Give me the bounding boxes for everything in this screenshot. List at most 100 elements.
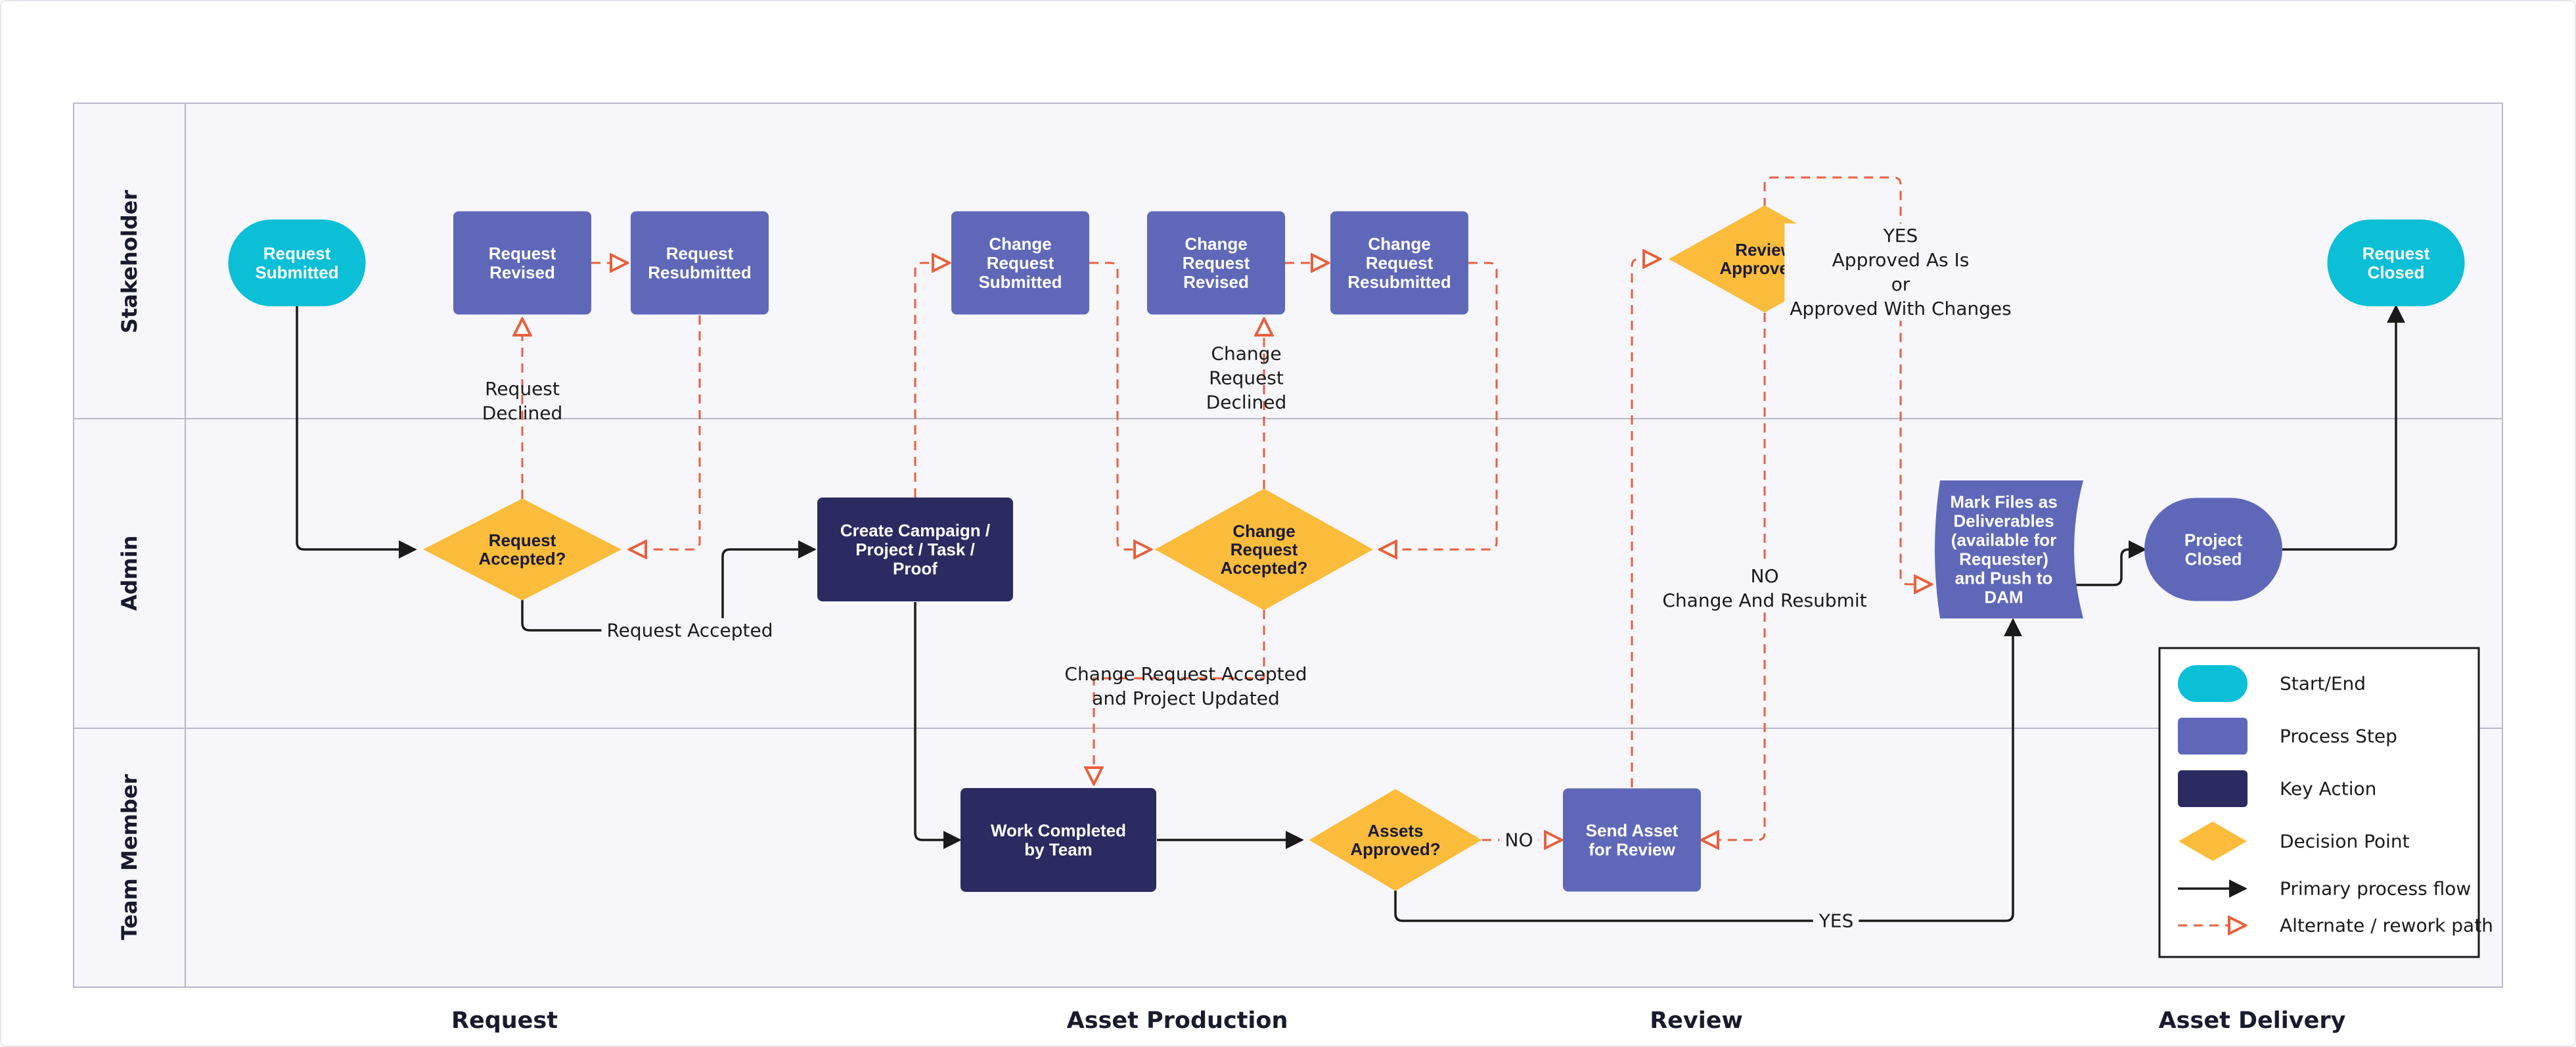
node-label-line: Request <box>489 530 556 550</box>
phase-title-asset-delivery: Asset Delivery <box>2159 1008 2346 1034</box>
edge-label-line: Change And Resubmit <box>1662 590 1866 611</box>
process-step-shape <box>453 211 591 315</box>
edge-label-background <box>1813 908 1859 933</box>
edge-mark-to-project <box>2072 540 2147 586</box>
node-label-line: Project / Task / <box>855 540 975 559</box>
node-label-line: Closed <box>2368 263 2425 283</box>
decision-diamond-shape <box>1155 488 1373 611</box>
edge-create-to-change-submitted <box>914 263 949 498</box>
legend-label: Process Step <box>2280 726 2397 747</box>
decision-diamond-shape <box>1309 789 1482 891</box>
node-label-line: and Push to <box>1955 569 2053 588</box>
edge-label-line: or <box>1891 273 1910 295</box>
node-label-line: Resubmitted <box>1347 272 1451 292</box>
node-label-line: Closed <box>2185 549 2242 569</box>
edge-change-submitted-to-accepted <box>1089 262 1151 549</box>
edges-layer <box>296 176 2405 922</box>
edge-change-resubmitted-to-accepted <box>1380 262 1498 549</box>
node-label-line: Revised <box>489 263 555 283</box>
edge-assets-yes-to-mark <box>1394 618 2022 922</box>
lane-title-admin: Admin <box>117 536 142 611</box>
process-step-shape <box>1563 788 1701 892</box>
node-label-line: (available for <box>1951 530 2056 550</box>
node-label-line: Accepted? <box>1221 558 1308 578</box>
node-label-line: DAM <box>1984 588 2023 607</box>
key-action-shape <box>960 788 1156 892</box>
node-label-line: Request <box>1231 540 1298 559</box>
edge-label-line: NO <box>1751 565 1779 587</box>
legend-item-key-action: Key Action <box>2178 770 2376 807</box>
legend-label: Primary process flow <box>2280 878 2471 900</box>
phase-title-review: Review <box>1650 1008 1743 1034</box>
edge-resubmitted-to-accepted <box>629 315 701 549</box>
node-label-line: Submitted <box>255 263 338 283</box>
node-label-line: Request <box>489 244 556 264</box>
node-label-line: Request <box>263 244 331 264</box>
legend-swatch-decision <box>2179 822 2247 861</box>
legend-swatch-process <box>2178 718 2248 755</box>
node-label-line: Assets <box>1367 821 1423 841</box>
process-step-shape <box>1147 211 1285 315</box>
edge-label-line: Declined <box>482 402 563 424</box>
edge-label-line: Approved As Is <box>1832 249 1970 271</box>
edge-project-to-closed <box>2282 304 2405 551</box>
node-label-line: Change <box>1232 521 1295 541</box>
edge-label-line: Approved With Changes <box>1790 298 2011 319</box>
node-create-campaign: Create Campaign /Project / Task /Proof <box>817 498 1013 601</box>
start-end-shape <box>228 220 366 306</box>
edge-label-line: NO <box>1505 829 1533 851</box>
node-label-line: Accepted? <box>479 549 566 569</box>
edge-send-to-review <box>1631 259 1660 787</box>
lane-title-team-member: Team Member <box>117 774 142 940</box>
edge-review-no-to-send <box>1702 313 1766 840</box>
node-label-line: Proof <box>893 559 938 578</box>
node-label-line: Request <box>666 244 734 264</box>
node-label-line: Request <box>2362 244 2430 264</box>
legend-label: Key Action <box>2280 778 2376 800</box>
node-label-line: Revised <box>1183 272 1249 292</box>
edge-label-assets-no: NO <box>1499 827 1539 852</box>
phase-title-request: Request <box>451 1008 558 1034</box>
edge-label-line: Request <box>485 378 560 400</box>
edge-review-yes-to-mark <box>1763 176 1932 584</box>
start-end-shape <box>2327 220 2465 306</box>
node-label-line: Approved? <box>1350 839 1440 859</box>
legend-item-start-end: Start/End <box>2178 665 2366 702</box>
legend-item-alternate: Alternate / rework path <box>2178 915 2493 937</box>
legend-label: Start/End <box>2280 673 2366 695</box>
node-label-line: Project <box>2184 530 2242 550</box>
process-step-shape <box>631 211 769 315</box>
legend-item-decision: Decision Point <box>2179 822 2410 861</box>
edge-label-line: YES <box>1819 910 1854 932</box>
legend-item-primary: Primary process flow <box>2178 878 2471 900</box>
key-action-shape <box>817 498 1013 601</box>
node-label-line: Request <box>1183 253 1250 273</box>
legend-swatch-key-action <box>2178 770 2248 807</box>
legend-item-process: Process Step <box>2178 718 2397 755</box>
node-label-line: Deliverables <box>1953 511 2054 531</box>
edge-label-line: YES <box>1883 225 1918 246</box>
edge-label-background <box>601 618 779 643</box>
edge-label-line: Request Accepted <box>606 620 773 641</box>
edge-label-line: Declined <box>1206 392 1287 413</box>
edge-label-line: and Project Updated <box>1092 687 1279 709</box>
titles-layer: Stakeholder Admin Team Member Request As… <box>117 190 2346 1034</box>
node-label-line: Request <box>987 253 1054 273</box>
node-label-line: Create Campaign / <box>840 521 990 540</box>
node-label-line: Work Completed <box>991 821 1126 841</box>
edge-label-background <box>1657 564 1872 613</box>
edge-label-background <box>1784 223 2017 321</box>
edge-submitted-to-accepted <box>296 306 417 559</box>
